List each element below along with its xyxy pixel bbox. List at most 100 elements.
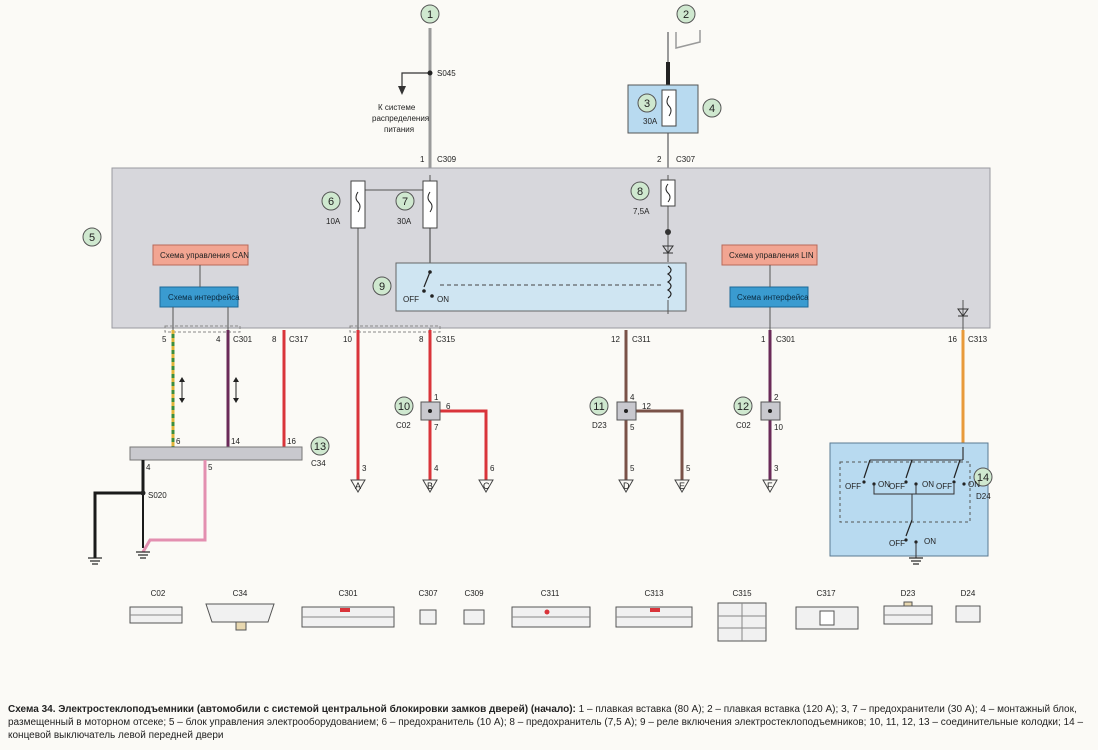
callout-8: 8 <box>630 181 650 201</box>
svg-text:12: 12 <box>737 401 749 413</box>
svg-text:13: 13 <box>314 441 326 453</box>
terminal-d-pin: 5 <box>630 464 635 473</box>
svg-text:6: 6 <box>328 196 334 208</box>
connector-view-c311: C311 <box>511 589 591 628</box>
relay-contact <box>423 271 431 288</box>
svg-text:5: 5 <box>89 232 95 244</box>
switch-state: OFF <box>889 482 905 491</box>
terminal-f: F <box>767 481 773 491</box>
label-fuse-6: 10А <box>326 217 341 226</box>
connector-view-c02: C02 <box>129 589 183 624</box>
terminal-a: A <box>355 481 361 491</box>
splice-s045 <box>427 70 433 76</box>
pin-10: 10 <box>343 335 352 344</box>
svg-text:C301: C301 <box>338 589 358 598</box>
label-lin-control: Схема управления LIN <box>729 251 814 260</box>
label-fuse-8: 7,5А <box>633 207 650 216</box>
diode-icon <box>957 308 969 317</box>
lin-interface-box <box>729 286 809 308</box>
relay-coil-icon <box>666 265 672 299</box>
svg-text:1: 1 <box>427 9 433 21</box>
label-c301-b: C301 <box>776 335 796 344</box>
arrow-down-icon <box>398 86 406 95</box>
pin-8-b: 8 <box>419 335 424 344</box>
label-c311: C311 <box>632 335 651 344</box>
svg-text:7: 7 <box>402 196 408 208</box>
wire-feed-2b <box>675 30 701 49</box>
terminal-b-pin: 4 <box>434 464 439 473</box>
switch-state: OFF <box>845 482 861 491</box>
svg-text:11: 11 <box>593 401 604 413</box>
connector-view-c301: C301 <box>301 589 395 628</box>
connector-view-d23: D23 <box>883 589 933 625</box>
label-c313: C313 <box>968 335 988 344</box>
label-distribution-1: К системе <box>378 103 416 112</box>
joint-10-pin-1: 1 <box>434 393 439 402</box>
terminal-e: E <box>679 481 685 491</box>
wire-red-c <box>440 409 488 480</box>
svg-text:C02: C02 <box>151 589 166 598</box>
terminal-arrow-icon <box>618 479 634 493</box>
label-can-interface: Схема интерфейса <box>168 293 240 302</box>
joint-10-pin-7: 7 <box>434 423 439 432</box>
switch-state: ON <box>878 480 890 489</box>
pin-8-a: 8 <box>272 335 277 344</box>
ground-icon <box>909 557 923 565</box>
ground-icon <box>88 557 102 565</box>
lamp-icon <box>665 229 671 235</box>
svg-text:2: 2 <box>683 9 689 21</box>
label-relay-on: ON <box>437 295 449 304</box>
connector-view-c317: C317 <box>795 589 859 630</box>
label-s045: S045 <box>437 69 456 78</box>
svg-text:C315: C315 <box>732 589 752 598</box>
joint-12-pin-2: 2 <box>774 393 779 402</box>
svg-text:C34: C34 <box>233 589 248 598</box>
figure-caption: Схема 34. Электростеклоподъемники (автом… <box>8 703 1094 742</box>
ground-icon <box>136 551 150 559</box>
wire-black-ground <box>93 460 145 558</box>
switch-contact-icon <box>904 519 918 544</box>
label-s020: S020 <box>148 491 167 500</box>
callout-14: 14 <box>973 467 993 487</box>
label-lin-interface: Схема интерфейса <box>737 293 809 302</box>
terminal-f-pin: 3 <box>774 464 779 473</box>
block13-pin-4: 4 <box>146 463 151 472</box>
switch14-name: D24 <box>976 492 991 501</box>
callout-5: 5 <box>82 227 102 247</box>
pin-12: 12 <box>611 335 620 344</box>
terminal-arrow-icon <box>478 479 494 493</box>
svg-text:D24: D24 <box>961 589 976 598</box>
joint-11-pin-12: 12 <box>642 402 651 411</box>
label-c317: C317 <box>289 335 309 344</box>
callout-4: 4 <box>702 98 722 118</box>
callout-7: 7 <box>395 191 415 211</box>
switch-contact-icon <box>862 459 876 486</box>
connector-view-c315: C315 <box>717 589 767 642</box>
svg-text:C309: C309 <box>464 589 484 598</box>
fuse-3 <box>661 89 677 127</box>
pin-c309: 1 <box>420 155 425 164</box>
label-c309: C309 <box>437 155 457 164</box>
joint-10-pin-6: 6 <box>446 402 451 411</box>
label-c307: C307 <box>676 155 696 164</box>
fuse-symbol-icon <box>665 183 671 203</box>
svg-text:3: 3 <box>644 98 650 110</box>
joint-11-name: D23 <box>592 421 607 430</box>
svg-text:4: 4 <box>709 103 715 115</box>
terminal-arrow-icon <box>762 479 778 493</box>
joint-12-pin-10: 10 <box>774 423 783 432</box>
terminal-arrow-icon <box>422 479 438 493</box>
switch-contact-icon <box>952 459 966 486</box>
callout-2: 2 <box>676 4 696 24</box>
callout-3: 3 <box>637 93 657 113</box>
label-can-control: Схема управления CAN <box>160 251 249 260</box>
svg-text:C307: C307 <box>418 589 438 598</box>
joint-11-pin-4: 4 <box>630 393 635 402</box>
svg-text:10: 10 <box>398 401 410 413</box>
label-relay-off: OFF <box>403 295 419 304</box>
joint-12-name: C02 <box>736 421 751 430</box>
switch-state: OFF <box>889 539 905 548</box>
fuse-symbol-icon <box>355 191 361 213</box>
svg-text:C311: C311 <box>541 589 560 598</box>
callout-1: 1 <box>420 4 440 24</box>
